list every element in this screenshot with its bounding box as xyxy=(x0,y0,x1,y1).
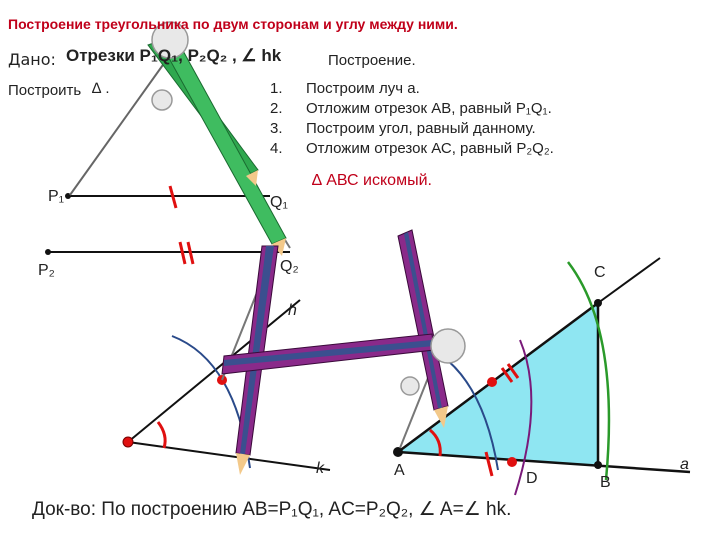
ray-a xyxy=(397,450,691,474)
point-p2 xyxy=(45,249,51,255)
tick-p2q2-2 xyxy=(186,241,195,265)
point-b xyxy=(594,461,602,469)
label-p1: P₁ xyxy=(48,188,65,205)
given-label: Дано: xyxy=(8,50,56,69)
tick-ac-1 xyxy=(500,367,514,383)
proof-text: Док-во: По построению AB=P₁Q₁, AC=P₂Q₂, … xyxy=(32,499,512,520)
tick-ab xyxy=(484,451,494,477)
angle-mark-a xyxy=(429,428,442,457)
label-b: B xyxy=(600,474,611,491)
triangle-abc xyxy=(398,303,598,465)
compass-green xyxy=(69,21,291,256)
label-p2: P₂ xyxy=(38,262,55,279)
build-label: Построить xyxy=(8,82,82,99)
label-ray-a: a xyxy=(680,456,689,473)
step-number: 1. xyxy=(270,80,283,97)
angle-mark-hk xyxy=(156,421,167,449)
ray-k xyxy=(127,441,331,471)
step-text: Отложим отрезок АВ, равный P₁Q₁. xyxy=(306,100,552,117)
label-k: k xyxy=(316,460,324,477)
construction-title: Построение. xyxy=(328,52,416,69)
step-text: Построим луч a. xyxy=(306,80,420,97)
compass-purple-left xyxy=(221,245,279,475)
arc-point-ac xyxy=(487,377,497,387)
step-number: 3. xyxy=(270,120,283,137)
page-title: Построение треугольника по двум сторонам… xyxy=(8,16,458,32)
arc-radius-ac xyxy=(567,261,611,481)
arc-radius-ab xyxy=(514,339,533,496)
step-number: 4. xyxy=(270,140,283,157)
side-ac xyxy=(397,301,599,454)
compass-purple-center xyxy=(221,229,466,449)
label-q1: Q₁ xyxy=(270,194,288,211)
build-triangle: ∆ . xyxy=(92,80,110,97)
step-number: 2. xyxy=(270,100,283,117)
tick-ac-2 xyxy=(506,363,520,379)
label-a: A xyxy=(394,462,405,479)
label-d: D xyxy=(526,470,538,487)
step-text: Отложим отрезок АС, равный P₂Q₂. xyxy=(306,140,554,157)
label-q2: Q₂ xyxy=(280,258,299,275)
vertex-hk xyxy=(122,436,134,448)
tick-p2q2-1 xyxy=(178,241,187,265)
ray-ac-extension xyxy=(597,257,661,304)
label-c: C xyxy=(594,264,606,281)
point-c xyxy=(594,299,602,307)
tick-p1q1 xyxy=(168,185,178,209)
label-h: h xyxy=(288,302,297,319)
result-text: ∆ АВС искомый. xyxy=(312,172,432,189)
ray-h xyxy=(127,299,301,443)
step-text: Построим угол, равный данному. xyxy=(306,120,536,137)
given-text: Отрезки P₁Q₁, P₂Q₂ , ∠ hk xyxy=(66,46,282,65)
point-d xyxy=(507,457,517,467)
point-a xyxy=(393,447,403,457)
